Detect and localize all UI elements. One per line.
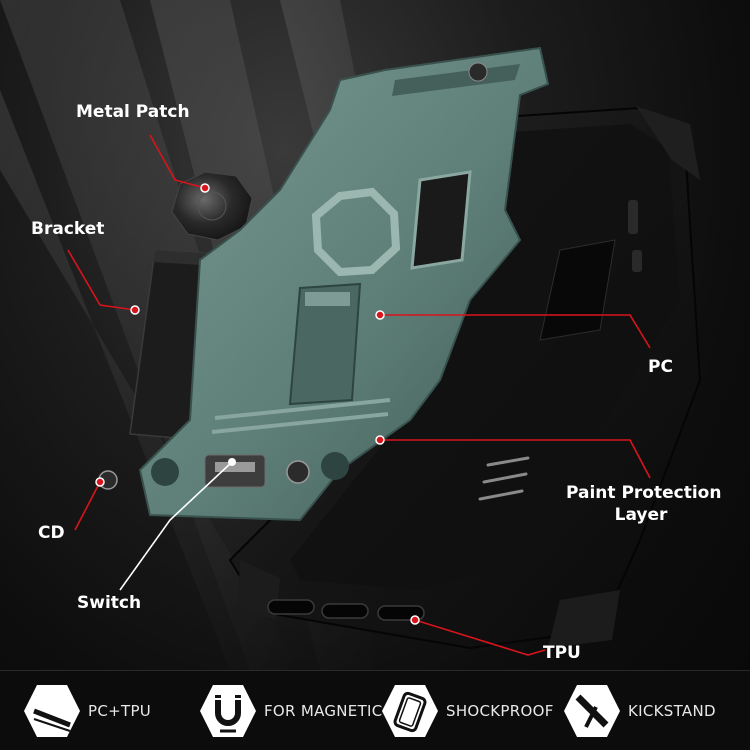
switch-part: [204, 454, 266, 488]
material-layers-icon: [24, 685, 80, 737]
label-paint-protection: Paint Protection Layer: [566, 482, 722, 526]
label-switch: Switch: [77, 593, 142, 613]
switch-callout-dot: [228, 458, 236, 466]
callout-lines: [67, 134, 651, 656]
feature-for-magnetic: FOR MAGNETIC: [198, 671, 383, 750]
pc-shell: [138, 46, 550, 522]
magnet-icon: [200, 685, 256, 737]
metal-patch-disc: [171, 171, 253, 241]
callout-dots: [95, 183, 420, 625]
feature-label: PC+TPU: [88, 702, 152, 720]
label-cd: CD: [38, 523, 65, 543]
label-tpu: TPU: [543, 643, 581, 663]
switch-callout-line: [119, 461, 233, 591]
feature-bar: PC+TPU FOR MAGNETIC SHOCKPROOF: [0, 670, 750, 750]
label-bracket: Bracket: [31, 219, 105, 239]
label-pc: PC: [648, 357, 673, 377]
label-paint-protection-line2: Layer: [614, 505, 668, 525]
feature-label: KICKSTAND: [628, 702, 716, 720]
label-paint-protection-line1: Paint Protection: [566, 483, 722, 503]
label-metal-patch: Metal Patch: [76, 102, 190, 122]
feature-pc-tpu: PC+TPU: [22, 671, 151, 750]
kickstand-icon: [564, 685, 620, 737]
feature-label: SHOCKPROOF: [446, 702, 554, 720]
shockproof-phone-icon: [382, 685, 438, 737]
phone-case-exploded-view: [67, 46, 702, 656]
feature-kickstand: KICKSTAND: [562, 671, 716, 750]
feature-shockproof: SHOCKPROOF: [380, 671, 554, 750]
feature-label: FOR MAGNETIC: [264, 702, 383, 720]
